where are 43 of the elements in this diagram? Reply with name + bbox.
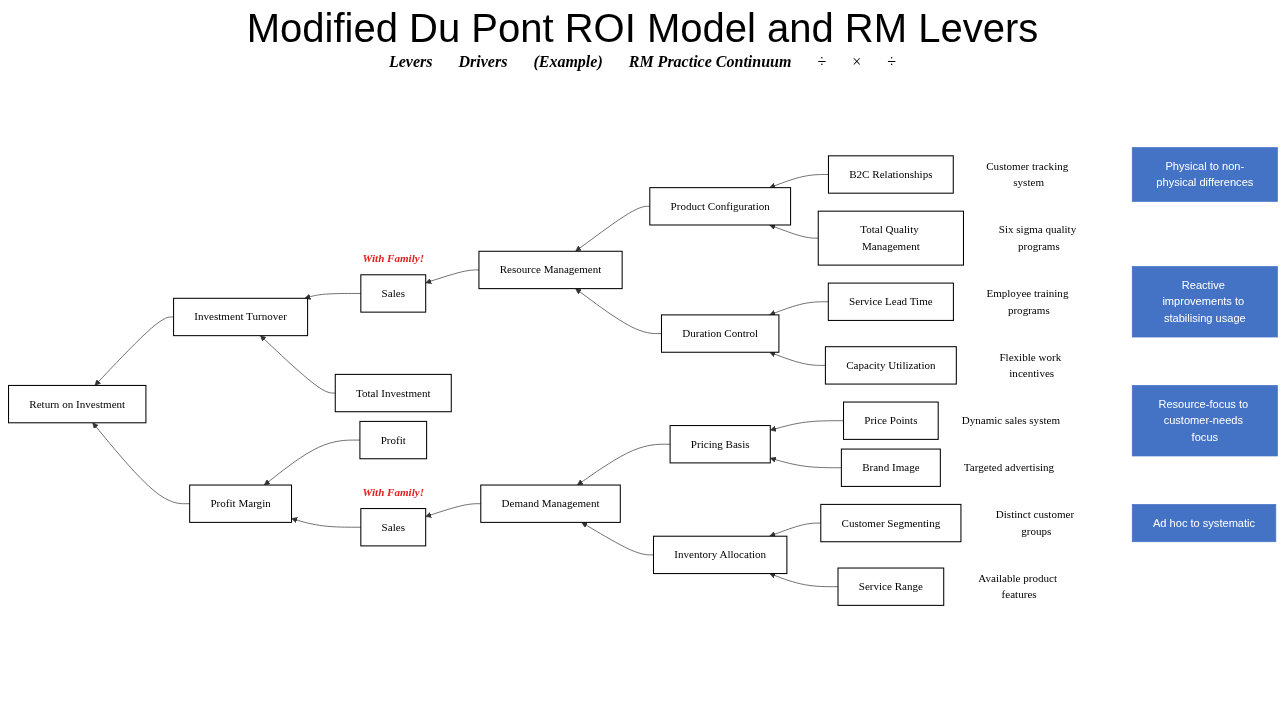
node-box: Duration Control — [660, 314, 779, 354]
node-label: Flexible work incentives — [998, 351, 1061, 380]
node-box: Total Quality Management — [817, 211, 964, 266]
column-header: RM Practice Continuum — [628, 53, 792, 71]
node-box: Demand Management — [479, 484, 621, 524]
node-label: Six sigma quality programs — [998, 224, 1076, 253]
node-box: Sales — [359, 274, 426, 314]
node-box: Resource-focus to customer-needs focus — [1131, 385, 1278, 457]
node-label: Dynamic sales system — [961, 414, 1060, 427]
node-box: Price Points — [842, 401, 939, 441]
node-box: Ad hoc to systematic — [1131, 504, 1276, 543]
node-label: Targeted advertising — [963, 461, 1054, 474]
operator-symbol: ÷ — [817, 53, 827, 71]
node-box: Investment Turnover — [172, 298, 308, 337]
node-box: Service Lead Time — [827, 282, 954, 322]
node-box: Return on Investment — [7, 385, 146, 424]
node-box: Total Investment — [334, 374, 452, 413]
node-box: Brand Image — [840, 448, 941, 488]
node-box: Profit — [358, 421, 427, 460]
column-header: Levers — [388, 53, 433, 71]
node-box: B2C Relationships — [827, 155, 954, 195]
node-box: Resource Management — [477, 251, 623, 290]
node-label: With Family! — [362, 253, 424, 265]
node-label: Customer tracking system — [985, 160, 1068, 189]
node-box: Product Configuration — [648, 187, 791, 226]
node-label: Available product features — [977, 572, 1057, 601]
node-box: Sales — [359, 508, 426, 547]
node-box: Reactive improvements to stabilising usage — [1131, 266, 1278, 338]
node-box: Capacity Utilization — [824, 346, 957, 385]
column-header: (Example) — [533, 53, 603, 71]
title: Modified Du Pont ROI Model and RM Levers — [245, 6, 1040, 51]
column-header: Drivers — [458, 53, 508, 71]
operator-symbol: ÷ — [887, 53, 896, 71]
node-label: Distinct customer groups — [995, 508, 1074, 538]
node-box: Physical to non-physical differences — [1131, 147, 1278, 203]
node-box: Inventory Allocation — [652, 536, 787, 575]
operator-symbol: × — [852, 53, 862, 71]
node-label: Employee training programs — [985, 287, 1068, 316]
node-box: Profit Margin — [188, 484, 292, 524]
node-box: Service Range — [837, 567, 944, 607]
node-box: Pricing Basis — [669, 425, 771, 464]
node-label: With Family! — [362, 486, 424, 499]
node-box: Customer Segmenting — [819, 504, 961, 543]
